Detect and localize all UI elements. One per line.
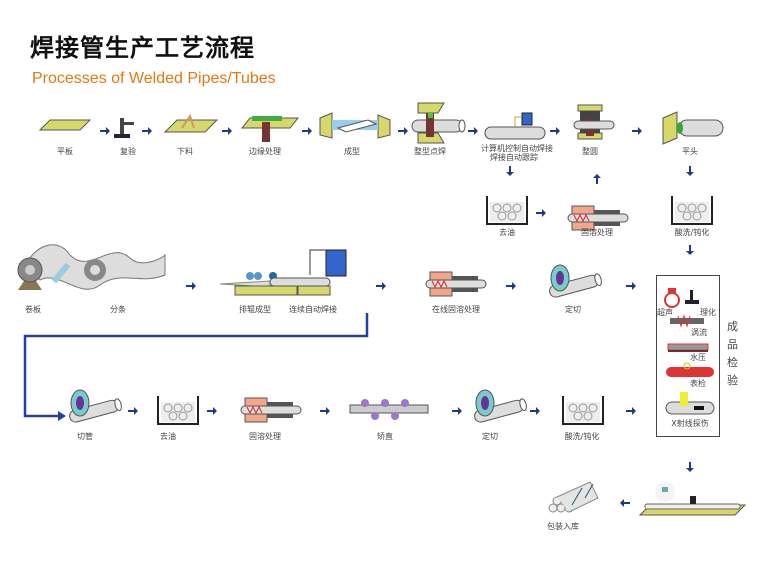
step-label: 边缘处理 (249, 147, 281, 156)
step-label: 焊接自动跟踪 (490, 153, 538, 162)
sizing-cut-icon (548, 265, 602, 298)
solution-treatment-icon (567, 205, 629, 231)
surface-check-icon (666, 362, 714, 377)
arrow-right-icon (100, 127, 642, 415)
step-label: 平板 (57, 147, 73, 156)
bundled-pipes-icon (548, 481, 599, 513)
step-label: 定切 (482, 432, 498, 441)
roll-forming-icon (219, 249, 347, 296)
inspection-item: 表检 (690, 379, 706, 388)
xray-icon (665, 392, 715, 415)
page-title: 焊接管生产工艺流程 (30, 34, 255, 62)
tack-welding-icon (411, 102, 466, 144)
flow-connector-line (23, 313, 369, 418)
degreasing-tank-icon (157, 395, 199, 425)
step-label: 整型点焊 (414, 147, 446, 156)
arrow-right-icon (58, 411, 66, 421)
step-label: 去油 (160, 432, 176, 441)
degreasing-tank-icon (486, 195, 528, 225)
step-label: 定切 (565, 305, 581, 314)
step-label: 酸洗/钝化 (564, 432, 600, 441)
pickling-tank-icon (671, 195, 713, 225)
inspection-item: 超声 (657, 308, 673, 317)
forming-icon (319, 112, 391, 139)
step-label: 排辊成型 (239, 305, 271, 314)
inspection-item: 理化 (700, 308, 716, 317)
hydrostatic-icon (667, 343, 709, 352)
step-label: 在线固溶处理 (432, 305, 480, 314)
auto-welding-icon (484, 112, 546, 140)
step-label: 下料 (177, 147, 193, 156)
inspection-stand-icon (114, 118, 134, 138)
sizing-cut-icon (473, 390, 527, 423)
step-label: 连续自动焊接 (289, 305, 337, 314)
ultrasonic-icon (664, 288, 680, 308)
eddy-current-icon (670, 314, 704, 328)
step-label: 分条 (110, 305, 126, 314)
flat-plate-icon (38, 119, 92, 131)
step-label: 包装入库 (547, 522, 579, 531)
physchem-icon (685, 290, 699, 304)
step-label: 计算机控制自动焊接 (481, 144, 553, 153)
step-label: 成型 (344, 147, 360, 156)
step-label: 卷板 (25, 305, 41, 314)
step-label: 整圆 (582, 147, 598, 156)
inspection-item: X射线探伤 (671, 419, 709, 428)
step-label: 切管 (77, 432, 93, 441)
pipe-cut-icon (68, 390, 122, 423)
step-label: 固溶处理 (581, 228, 613, 237)
step-label: 复验 (120, 147, 136, 156)
inspection-item: 涡流 (691, 328, 707, 337)
solution-treatment-icon (240, 397, 302, 423)
inspection-title: 成品检验 (727, 320, 738, 387)
step-label: 矫直 (377, 432, 393, 441)
arrow-up-icon (593, 174, 601, 184)
online-solution-icon (425, 271, 487, 297)
step-label: 固溶处理 (249, 432, 281, 441)
page-subtitle: Processes of Welded Pipes/Tubes (32, 70, 276, 87)
inspection-item: 水压 (690, 353, 706, 362)
step-label: 平头 (682, 147, 698, 156)
end-facing-icon (662, 111, 724, 145)
arrow-left-icon (620, 499, 630, 507)
coil-strip-icon (17, 244, 166, 290)
rounding-icon (573, 104, 615, 140)
step-label: 去油 (499, 228, 515, 237)
inspection-box (656, 275, 720, 437)
arrow-down-icon (506, 166, 694, 472)
step-label: 酸洗/钝化 (674, 228, 710, 237)
pickling-tank-icon (562, 395, 604, 425)
marking-conveyor-icon (638, 482, 747, 516)
flow-arrows (100, 127, 694, 507)
straightening-icon (349, 399, 429, 420)
cutting-plate-icon (163, 113, 219, 133)
edge-processing-icon (240, 116, 300, 142)
